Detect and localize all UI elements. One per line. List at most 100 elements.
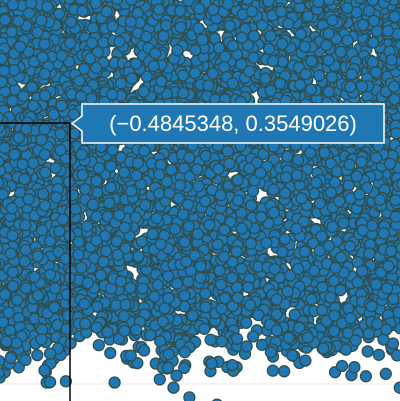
scatter-point (90, 234, 103, 247)
scatter-point (199, 301, 212, 314)
scatter-point (37, 187, 50, 201)
scatter-point (367, 14, 381, 28)
scatter-point (230, 281, 244, 294)
scatter-point (125, 72, 138, 85)
scatter-point (322, 0, 336, 6)
scatter-point (36, 51, 49, 64)
scatter-point (353, 188, 366, 201)
scatter-point (31, 289, 45, 302)
scatter-point (158, 302, 171, 315)
scatter-point (290, 222, 303, 235)
scatter-point (327, 274, 340, 288)
scatter-point (16, 158, 29, 171)
scatter-point (55, 99, 68, 112)
scatter-point (207, 3, 220, 17)
scatter-point (363, 247, 376, 260)
scatter-point (97, 36, 110, 49)
scatter-point (305, 293, 318, 306)
scatter-point (344, 312, 357, 325)
scatter-point (256, 19, 269, 32)
scatter-point (0, 13, 12, 27)
scatter-point (299, 67, 312, 81)
scatter-point (334, 251, 348, 264)
scatter-point (341, 1, 354, 15)
scatter-point (66, 188, 79, 202)
scatter-point (74, 90, 88, 103)
scatter-point (111, 248, 124, 262)
scatter-point (365, 300, 378, 313)
scatter-point (377, 227, 390, 240)
scatter-point (280, 171, 293, 184)
scatter-point (125, 184, 138, 198)
scatter-point (226, 39, 240, 52)
scatter-point (177, 69, 190, 82)
scatter-point (223, 157, 236, 170)
scatter-point (199, 149, 212, 162)
scatter-point (243, 162, 256, 175)
scatter-point (90, 174, 103, 188)
scatter-point (221, 0, 235, 11)
scatter-point (295, 192, 308, 205)
scatter-point (28, 270, 41, 284)
scatter-point (56, 213, 70, 226)
scatter-point (159, 19, 173, 32)
scatter-point (170, 277, 184, 290)
scatter-point (17, 89, 30, 103)
scatter-point (390, 127, 400, 140)
scatter-point (294, 28, 307, 41)
scatter-point (78, 297, 91, 311)
scatter-point (292, 262, 305, 276)
scatter-point (356, 18, 370, 32)
scatter-point (64, 36, 77, 50)
scatter-point (304, 83, 318, 96)
scatter-point (55, 49, 68, 62)
scatter-point (192, 22, 205, 35)
scatter-point (308, 187, 321, 200)
scatter-point (39, 166, 52, 179)
scatter-point (38, 38, 51, 51)
scatter-point (150, 212, 163, 225)
scatter-point (248, 29, 261, 43)
scatter-point (6, 0, 20, 11)
scatter-point (138, 144, 151, 157)
scatter-point (4, 247, 17, 260)
scatter-point (183, 151, 196, 164)
scatter-point (281, 285, 294, 298)
scatter-point (146, 227, 159, 241)
scatter-point (31, 26, 44, 39)
scatter-point (0, 288, 12, 301)
scatter-point (173, 4, 187, 18)
scatter-point (12, 14, 25, 28)
scatter-point (315, 303, 329, 317)
scatter-point (392, 306, 400, 319)
scatter-point (174, 20, 187, 34)
scatter-point (215, 302, 228, 315)
scatter-point (114, 77, 128, 90)
scatter-point (48, 301, 61, 314)
scatter-point (242, 281, 255, 294)
scatter-point (85, 92, 98, 105)
scatter-point (117, 166, 131, 179)
scatter-point (85, 36, 99, 50)
scatter-point (282, 17, 295, 30)
scatter-point (73, 74, 86, 87)
scatter-point (31, 250, 44, 263)
scatter-point (19, 122, 33, 136)
scatter-point (25, 80, 39, 94)
scatter-point (218, 60, 231, 74)
scatter-point (381, 24, 395, 38)
scatter-point (303, 146, 317, 159)
scatter-point (13, 40, 27, 53)
scatter-point (67, 108, 81, 121)
scatter-point (53, 7, 66, 21)
scatter-point (86, 198, 100, 211)
scatter-point (288, 308, 301, 321)
scatter-point (278, 187, 292, 200)
scatter-point (355, 155, 368, 169)
scatter-point (206, 67, 220, 80)
scatter-point (350, 170, 363, 183)
scatter-point (165, 163, 178, 177)
scatter-point (69, 202, 82, 216)
scatter-point (130, 169, 143, 182)
